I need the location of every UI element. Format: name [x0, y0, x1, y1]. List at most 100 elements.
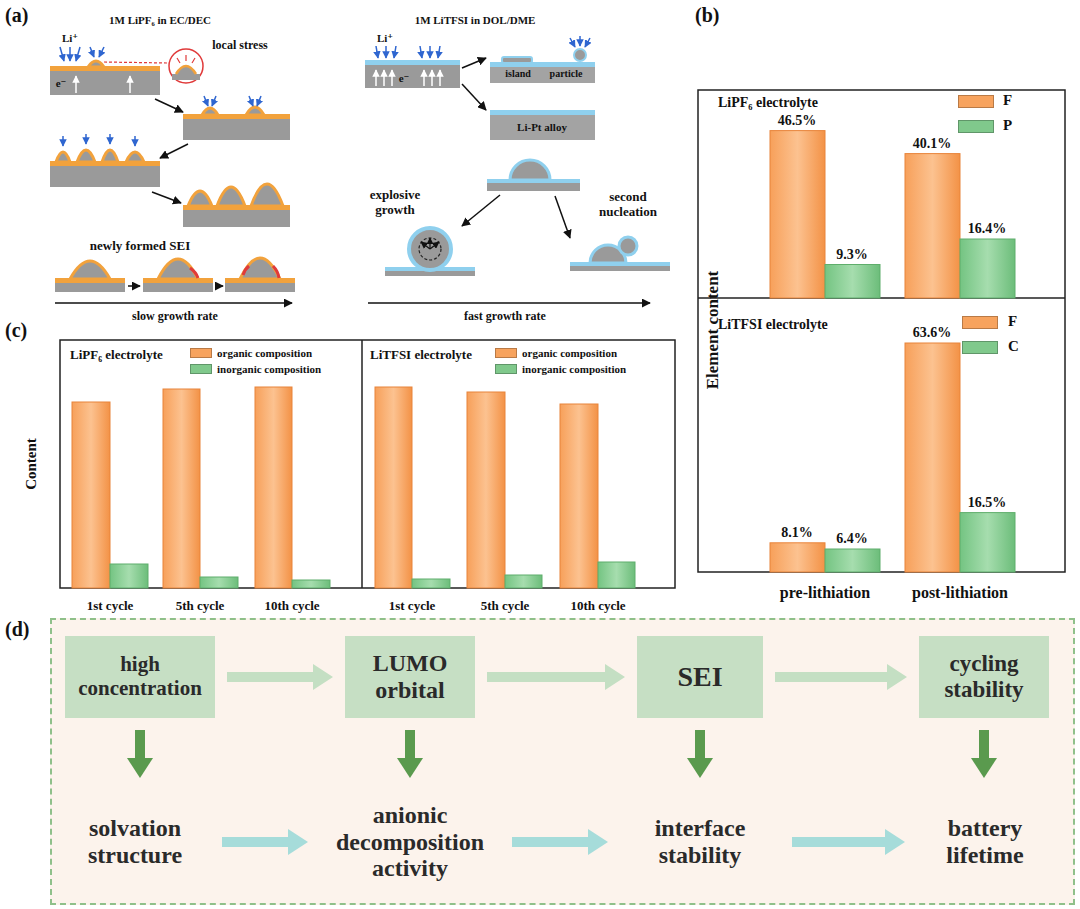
litfsi-growth-illustration-part	[419, 238, 441, 260]
lipf6-growth-illustration-part-part	[85, 134, 87, 144]
lipf6-growth-illustration-part	[152, 99, 188, 203]
concept-box: cycling stability	[919, 636, 1049, 718]
litfsi-growth-illustration-part	[510, 160, 550, 180]
chart-title: LiPF₆ electrolyte	[70, 348, 163, 363]
composition-chart-part-part	[255, 387, 292, 588]
litfsi-growth-illustration	[365, 36, 670, 303]
lipf6-growth-illustration-part	[188, 184, 283, 206]
dashed-panel: (d)high concentrationLUMO orbitalSEIcycl…	[50, 618, 1075, 905]
litfsi-growth-illustration-part-part	[394, 46, 396, 58]
flow-arrow	[405, 730, 415, 758]
litfsi-growth-illustration-part-part	[385, 46, 387, 58]
element-content-chart	[698, 90, 1065, 572]
electron-label: e⁻	[56, 77, 67, 90]
lipf6-growth-illustration-part	[55, 282, 125, 292]
element-content-chart-part	[698, 90, 1065, 572]
lipf6-growth-illustration-part	[60, 47, 104, 61]
lipf6-growth-illustration-part	[183, 114, 290, 119]
composition-chart-part	[60, 340, 675, 588]
lipf6-growth-illustration-part-part	[60, 47, 64, 61]
part-label: Li-Pt alloy	[517, 121, 567, 134]
lipf6-growth-illustration-part	[246, 107, 264, 115]
legend-text: inorganic composition	[522, 363, 626, 376]
callout-label: local stress	[212, 39, 267, 53]
flow-arrow	[512, 837, 588, 847]
category-label: 5th cycle	[481, 599, 530, 614]
lipf6-growth-illustration-part	[176, 66, 196, 74]
ion-label: Li⁺	[377, 32, 393, 45]
composition-chart-part-part	[375, 387, 412, 588]
lipf6-growth-illustration-part-part	[62, 136, 64, 146]
outcome-text-node: interface stability	[620, 786, 780, 898]
callout-label: explosive growth	[355, 188, 435, 218]
litfsi-growth-illustration-part	[376, 70, 440, 86]
part-label: particle	[550, 68, 583, 80]
category-label: 10th cycle	[570, 599, 625, 614]
lipf6-growth-illustration-part	[88, 61, 104, 67]
lipf6-growth-illustration-part-part	[249, 96, 253, 106]
callout-label: second nucleation	[583, 190, 673, 220]
lipf6-growth-illustration-part	[202, 108, 218, 115]
lipf6-growth-illustration-part-part	[185, 55, 186, 61]
axis-label: slow growth rate	[132, 310, 218, 324]
lipf6-growth-illustration-part	[172, 74, 200, 80]
element-content-chart-part-part	[825, 265, 880, 299]
part-label: island	[505, 68, 531, 80]
value-label: 9.3%	[836, 247, 868, 263]
lipf6-growth-illustration-part	[50, 165, 160, 187]
lipf6-growth-illustration-part	[63, 134, 135, 146]
litfsi-growth-illustration-part-part	[421, 242, 430, 249]
litfsi-growth-illustration-part-part	[430, 242, 439, 249]
litfsi-growth-illustration-part-part	[431, 70, 433, 86]
lipf6-growth-illustration-part	[183, 209, 290, 227]
composition-chart-part-part	[598, 562, 635, 588]
category-label: pre-lithiation	[780, 584, 870, 602]
node-text: solvation structure	[64, 815, 206, 869]
value-label: 16.4%	[968, 221, 1007, 237]
concept-box: LUMO orbital	[345, 636, 475, 718]
litfsi-growth-illustration-part	[365, 60, 460, 65]
panel-letter: (d)	[5, 618, 29, 640]
legend-swatch	[958, 120, 994, 133]
lipf6-growth-illustration	[50, 47, 295, 303]
lipf6-growth-illustration-part	[76, 76, 130, 93]
panel-letter: (c)	[5, 319, 27, 342]
litfsi-growth-illustration-part-part	[579, 36, 581, 46]
lipf6-growth-illustration-part	[183, 118, 290, 140]
litfsi-growth-illustration-part-part	[423, 70, 425, 86]
lipf6-growth-illustration-part-part	[257, 96, 261, 106]
lipf6-growth-illustration-part-part	[109, 134, 111, 144]
composition-chart-part-part	[292, 580, 330, 588]
element-content-chart-part	[825, 239, 1015, 572]
lipf6-growth-illustration-part-part	[204, 96, 208, 106]
lipf6-growth-illustration-part-part	[75, 76, 77, 93]
legend-swatch	[962, 316, 998, 329]
composition-chart-part-part	[200, 577, 238, 588]
node-text: interface stability	[624, 815, 776, 869]
composition-chart-part-part	[560, 404, 598, 588]
lipf6-growth-illustration-part	[55, 286, 292, 303]
lipf6-growth-illustration-part-part	[152, 192, 181, 203]
litfsi-growth-illustration-part	[619, 237, 637, 255]
litfsi-growth-illustration-part-part	[555, 196, 570, 238]
lipf6-growth-illustration-part-part	[76, 47, 80, 61]
node-text: anionic decomposition activity	[324, 802, 496, 883]
litfsi-growth-illustration-part-part	[429, 46, 431, 58]
litfsi-growth-illustration-part	[421, 238, 439, 249]
legend-swatch	[495, 364, 517, 374]
litfsi-growth-illustration-part-part	[429, 238, 430, 249]
litfsi-growth-illustration-part	[409, 228, 451, 270]
litfsi-growth-illustration-part-part	[570, 38, 575, 47]
flow-arrow	[695, 730, 705, 758]
element-content-chart-part-part	[905, 343, 960, 572]
chart-title: LiTFSI electrolyte	[370, 348, 472, 363]
lipf6-growth-illustration-part	[70, 261, 110, 279]
value-label: 8.1%	[781, 525, 813, 541]
element-content-chart-part	[770, 131, 960, 572]
composition-chart	[60, 340, 675, 588]
lipf6-growth-illustration-part-part	[155, 99, 183, 112]
lipf6-growth-illustration-part	[104, 62, 168, 63]
legend-swatch	[495, 348, 517, 358]
litfsi-growth-illustration-part-part	[438, 46, 440, 58]
